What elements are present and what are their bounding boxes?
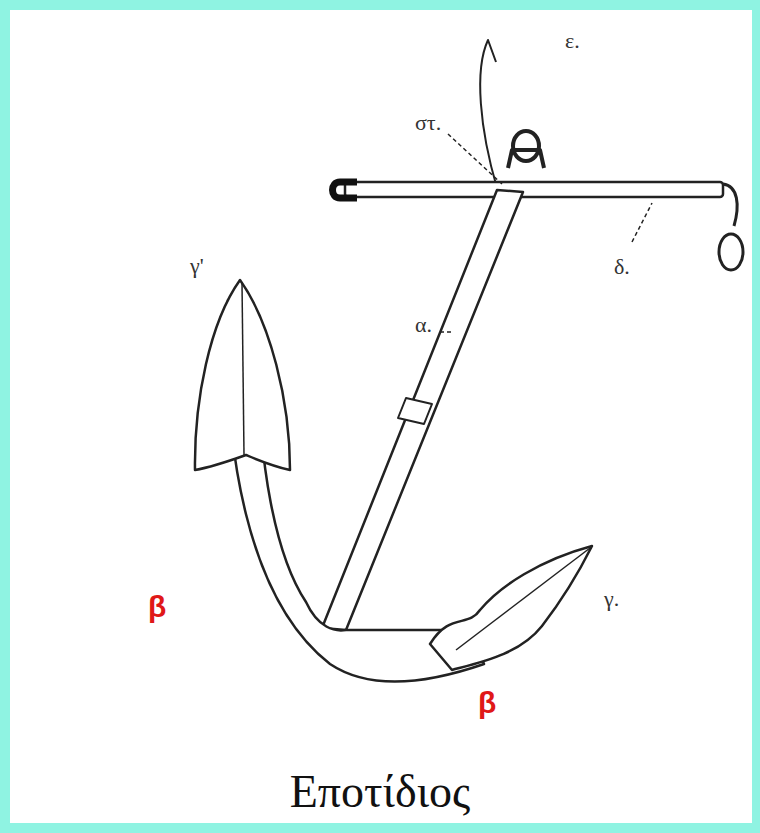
- white-panel: [10, 10, 752, 823]
- part-label: γ.: [604, 588, 619, 610]
- part-label: α.: [415, 314, 432, 336]
- part-label: ε.: [565, 30, 580, 52]
- part-label: β: [478, 688, 496, 718]
- part-label: γ': [190, 255, 204, 277]
- part-label: στ.: [415, 112, 441, 134]
- part-label: β: [148, 592, 166, 622]
- part-label: δ.: [614, 256, 630, 278]
- caption: Εποτίδιος: [290, 769, 470, 815]
